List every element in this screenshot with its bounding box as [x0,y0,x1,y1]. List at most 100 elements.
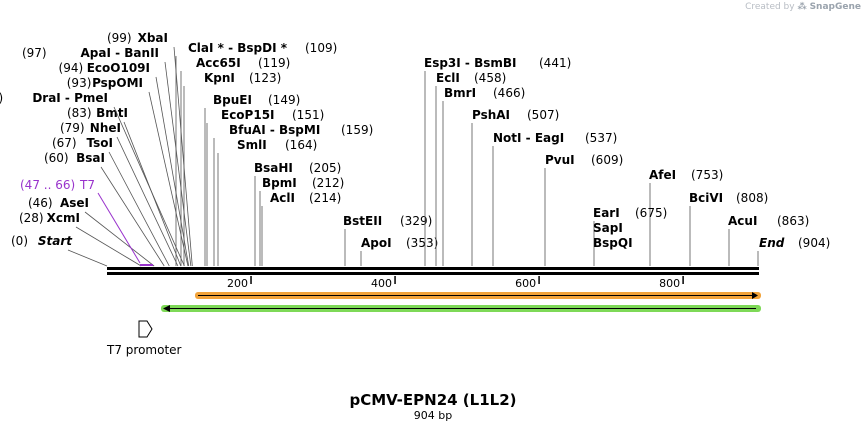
promoter-arrow-icon [138,320,153,338]
cut-site-name: KpnI [204,71,235,85]
cut-site-name: SapI [593,221,623,235]
scale-tick-label: 400 [371,277,392,290]
cut-site-position: (119) [258,56,290,70]
scale-tick-label: 800 [659,277,680,290]
cut-site-position: (0) [11,234,28,248]
cut-site-name: BfuAI - BspMI [229,123,320,137]
cut-site-position: (149) [268,93,300,107]
cut-site-name: EclI [436,71,460,85]
backbone-bottom-strand [107,272,759,275]
cut-site-name: BspQI [593,236,633,250]
cut-site-name: BsaHI [254,161,293,175]
snapgene-credit: Created by ⁂ SnapGene [745,2,861,12]
cut-site-connector [108,151,170,267]
cut-site-position: (353) [406,236,438,250]
cut-site-position: (159) [341,123,373,137]
cut-site-name: AfeI [649,168,676,182]
cut-site-name: Esp3I - BsmBI [424,56,516,70]
snapgene-logo-icon: ⁂ [797,2,807,12]
cut-site-name: NheI [90,121,121,135]
cut-site-position: (458) [474,71,506,85]
cut-site-position: (214) [309,191,341,205]
cut-site-position: (123) [249,71,281,85]
cut-site-name: ApaI - BanII [81,46,160,60]
plasmid-length: 904 bp [413,409,453,422]
cut-site-position: (466) [493,86,525,100]
cut-site-position: (46) [28,196,53,210]
cut-site-name: BstEII [343,214,382,228]
cut-site-connector [113,106,185,267]
cut-site-name: EcoO109I [87,61,150,75]
cut-site-position: (109) [305,41,337,55]
cut-site-name: SmlI [237,138,267,152]
cut-site-position: (904) [798,236,830,250]
cut-site-connector [173,46,193,267]
plasmid-title: pCMV-EPN24 (L1L2) [349,391,517,409]
cut-site-position: (28) [19,211,44,225]
cut-site-connector [148,91,189,267]
green-arrowhead-icon [163,305,170,312]
cut-site-position: (99) [107,31,132,45]
cut-site-position: (441) [539,56,571,70]
cut-site-position: (94) [59,61,84,75]
cut-site-name: BmtI [96,106,128,120]
cut-site-connector [84,211,155,267]
cut-site-name: Start [38,234,73,248]
cut-site-name: BciVI [689,191,723,205]
cut-site-name: PvuI [545,153,575,167]
cut-site-name: EarI [593,206,620,220]
orange-arrowhead-icon [752,292,758,299]
cut-site-position: (79) [60,121,85,135]
cut-site-name: PshAI [472,108,510,122]
cut-site-position: (329) [400,214,432,228]
cut-site-position: (537) [585,131,617,145]
cut-site-connector [100,166,165,267]
cut-site-position: (609) [591,153,623,167]
cut-site-position: (151) [292,108,324,122]
cut-site-name: EcoP15I [221,108,275,122]
cut-site-position: (93) [67,76,92,90]
promoter-label: T7 promoter [107,343,182,357]
cut-site-position: (753) [691,168,723,182]
cut-site-connector [75,226,142,267]
cut-site-name: AseI [60,196,89,210]
cut-site-connector [67,249,108,267]
feature-range: (47 .. 66) [20,178,75,192]
cut-site-name: ApoI [361,236,392,250]
feature-connector [97,192,141,264]
cut-site-connector [116,136,179,267]
cut-site-name: BpuEI [213,93,252,107]
cut-site-position: (88) [0,91,3,105]
cut-site-name: TsoI [87,136,113,150]
cut-site-position: (83) [67,106,92,120]
cut-site-position: (675) [635,206,667,220]
cut-site-name: XcmI [47,211,80,225]
cut-site-name: DraI - PmeI [32,91,108,105]
cut-site-name: BsaI [76,151,105,165]
credit-brand: SnapGene [809,2,861,12]
cut-site-position: (507) [527,108,559,122]
credit-prefix: Created by [745,2,795,12]
cut-site-position: (60) [44,151,69,165]
cut-site-name: BpmI [262,176,297,190]
backbone-top-strand [107,267,759,270]
cut-site-name: XbaI [138,31,168,45]
cut-site-name: AclI [270,191,295,205]
cut-site-connector [155,76,190,267]
cut-site-name: PspOMI [92,76,143,90]
cut-site-position: (67) [52,136,77,150]
scale-tick-label: 600 [515,277,536,290]
cut-site-position: (863) [777,214,809,228]
cut-site-position: (808) [736,191,768,205]
scale-tick-label: 200 [227,277,248,290]
cut-site-connector [164,61,192,267]
feature-name: T7 [79,178,95,192]
cut-site-position: (164) [285,138,317,152]
cut-site-name: NotI - EagI [493,131,564,145]
cut-site-name: BmrI [444,86,476,100]
cut-site-name: Acc65I [196,56,241,70]
cut-site-position: (212) [312,176,344,190]
cut-site-name: End [759,236,785,250]
cut-site-position: (205) [309,161,341,175]
